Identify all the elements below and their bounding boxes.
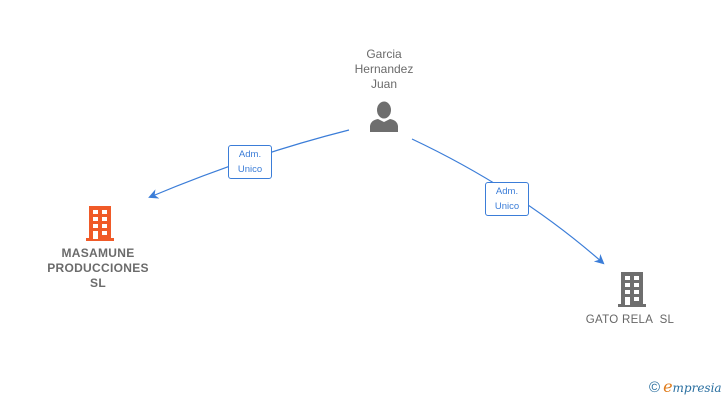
edge-role-badge: Adm. Unico [485, 182, 529, 216]
brand-logo-e: e [663, 377, 673, 396]
person-name-line-1: Garcia [366, 47, 402, 61]
person-name-line-2: Hernandez [354, 62, 414, 76]
copyright-icon: © [649, 379, 661, 396]
brand-name: mpresia [672, 381, 722, 395]
role-line-2: Unico [494, 201, 520, 212]
role-line-1: Adm. [238, 149, 262, 160]
company-name-line-1: MASAMUNE [61, 246, 135, 260]
company-name-line-1: GATO RELA SL [585, 314, 675, 326]
building-icon[interactable] [617, 272, 647, 307]
person-name-line-3: Juan [370, 77, 398, 91]
masamune-node-label[interactable]: MASAMUNE PRODUCCIONES SL [30, 246, 166, 291]
gato-node-label[interactable]: GATO RELA SL [570, 313, 690, 328]
building-icon[interactable] [85, 206, 115, 241]
company-name-line-2: PRODUCCIONES [47, 261, 149, 275]
role-line-1: Adm. [495, 186, 519, 197]
role-line-2: Unico [237, 164, 263, 175]
edge-role-badge: Adm. Unico [228, 145, 272, 179]
person-icon[interactable] [369, 101, 399, 132]
empresia-watermark: ©empresia [649, 377, 722, 396]
person-node-label[interactable]: Garcia Hernandez Juan [334, 47, 434, 92]
company-name-line-3: SL [90, 276, 106, 290]
